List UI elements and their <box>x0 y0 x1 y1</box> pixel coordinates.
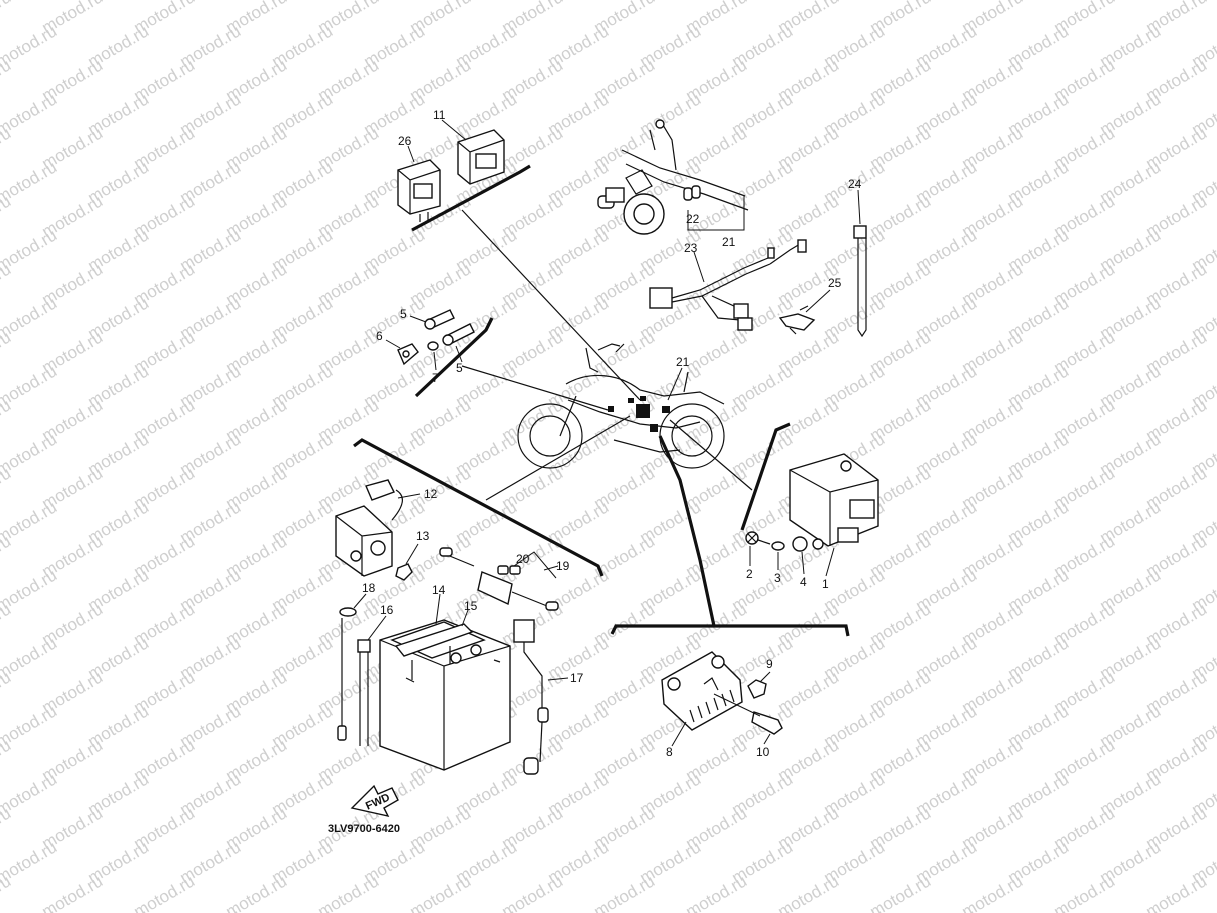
watermark-text: motod.ru <box>85 905 153 913</box>
callout-12: 12 <box>424 487 438 501</box>
motorcycle-outline: 21 <box>517 343 725 469</box>
watermark-text: motod.ru <box>1189 905 1217 913</box>
watermark-text: motod.ru <box>0 905 60 913</box>
callout-6: 6 <box>376 329 383 343</box>
watermark-text: motod.ru <box>545 905 613 913</box>
cdi-group: 2 3 4 1 <box>669 419 879 591</box>
starter-relay-12[interactable] <box>335 479 403 577</box>
rectifier-group: 9 8 10 <box>610 435 850 759</box>
pointer-line <box>461 209 641 401</box>
rectifier-regulator-8[interactable] <box>661 651 743 731</box>
pointer-line <box>669 419 753 491</box>
callout-2: 2 <box>746 567 753 581</box>
pointer-line <box>461 365 609 411</box>
battery-group: 12 13 20 19 <box>335 415 631 775</box>
switch-5a[interactable] <box>424 309 455 330</box>
cable-tie-24[interactable] <box>853 225 867 338</box>
bolt-10[interactable] <box>751 711 783 735</box>
watermark-text: motod.ru <box>1005 905 1073 913</box>
bracket-6[interactable] <box>397 343 419 366</box>
drawing-code: 3LV9700-6420 <box>328 823 400 835</box>
callout-13: 13 <box>416 529 430 543</box>
relay-26[interactable] <box>397 159 441 222</box>
callout-5a: 5 <box>400 307 407 321</box>
watermark-text: motod.ru <box>177 905 245 913</box>
fwd-arrow: FWD <box>350 784 399 818</box>
switch-5b[interactable] <box>442 323 475 346</box>
callout-8: 8 <box>666 745 673 759</box>
callout-17: 17 <box>570 671 584 685</box>
callout-20: 20 <box>516 552 530 566</box>
battery-14[interactable] <box>379 619 511 771</box>
watermark-text: motod.ru <box>729 905 797 913</box>
callout-26: 26 <box>398 134 412 148</box>
callout-21-bike: 21 <box>676 355 690 369</box>
bolt-9[interactable] <box>747 679 767 699</box>
battery-band-15[interactable] <box>394 623 474 680</box>
callout-4: 4 <box>800 575 807 589</box>
callout-22: 22 <box>686 212 700 226</box>
pointer-line <box>658 435 716 627</box>
callout-9: 9 <box>766 657 773 671</box>
callout-7: 7 <box>432 371 439 385</box>
cdi-unit-1[interactable] <box>789 453 879 550</box>
watermark-text: motod.ru <box>1097 905 1165 913</box>
callout-14: 14 <box>432 583 446 597</box>
washer-7[interactable] <box>427 341 439 351</box>
callout-15: 15 <box>464 599 478 613</box>
sensor-group: 5 6 7 5 <box>376 307 609 411</box>
callout-24: 24 <box>848 177 862 191</box>
watermark-text: motod.ru <box>821 905 889 913</box>
callout-16: 16 <box>380 603 394 617</box>
watermark-text: motod.ru <box>0 0 14 37</box>
callout-3: 3 <box>774 571 781 585</box>
callout-21: 21 <box>722 235 736 249</box>
wire-harness-group: 22 21 23 24 25 <box>597 119 867 338</box>
callout-19: 19 <box>556 559 570 573</box>
callout-23: 23 <box>684 241 698 255</box>
battery-breather-pipe-16[interactable] <box>357 639 371 746</box>
fuse-holder-17[interactable] <box>513 619 549 775</box>
callout-25: 25 <box>828 276 842 290</box>
washer-4[interactable] <box>792 536 808 552</box>
screw-2[interactable] <box>745 531 771 545</box>
watermark-text: motod.ru <box>913 905 981 913</box>
battery-lead-18[interactable] <box>337 607 357 741</box>
clamp-25[interactable] <box>778 305 816 335</box>
fuse-20[interactable] <box>497 565 521 575</box>
callout-11: 11 <box>433 108 446 122</box>
relay-11[interactable] <box>457 129 505 185</box>
sub-harness-23[interactable] <box>649 239 807 331</box>
nut-13[interactable] <box>395 563 413 581</box>
watermark-text: motod.ru <box>453 905 521 913</box>
washer-3[interactable] <box>771 541 785 551</box>
callout-5b: 5 <box>456 361 463 375</box>
horn-connector[interactable] <box>623 169 665 235</box>
pointer-line <box>485 415 631 501</box>
callout-1: 1 <box>822 577 829 591</box>
callout-18: 18 <box>362 581 376 595</box>
watermark-text: motod.ru <box>361 905 429 913</box>
watermark-text: motod.ru <box>269 905 337 913</box>
fuel-filter-19[interactable] <box>439 547 559 611</box>
callout-10: 10 <box>756 745 770 759</box>
relay-group: 26 11 <box>397 108 641 401</box>
watermark-text: motod.ru <box>637 905 705 913</box>
